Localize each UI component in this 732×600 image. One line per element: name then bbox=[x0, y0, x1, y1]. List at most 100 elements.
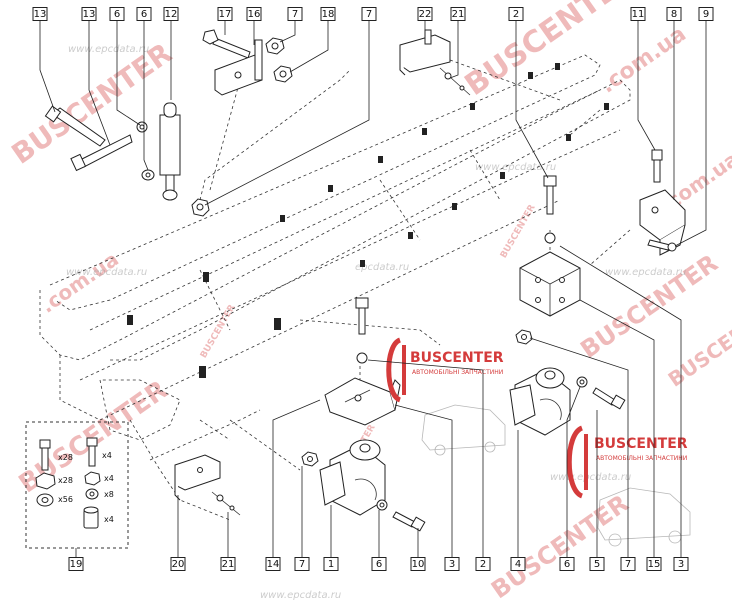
callout-box bbox=[265, 557, 281, 571]
hardware-kit-19 bbox=[25, 421, 129, 549]
bolt-2b bbox=[355, 297, 369, 364]
assembly-arrows bbox=[199, 59, 631, 441]
qty-bolt-long: x28 bbox=[58, 453, 73, 462]
callout-box bbox=[559, 557, 575, 571]
washer-6b bbox=[141, 169, 155, 181]
callout-c13a: 13 bbox=[32, 7, 48, 21]
brand-name-right: BUSCENTER bbox=[594, 436, 688, 452]
callout-c15: 15 bbox=[646, 557, 662, 571]
callout-number: 21 bbox=[452, 9, 465, 20]
watermark-epc-6: www.epcdata.ru bbox=[550, 472, 631, 483]
callout-c3b: 3 bbox=[673, 557, 689, 571]
callout-box bbox=[630, 7, 646, 21]
callout-c6a: 6 bbox=[109, 7, 125, 21]
callout-c14: 14 bbox=[265, 557, 281, 571]
callout-c2a: 2 bbox=[508, 7, 524, 21]
callout-box bbox=[246, 7, 262, 21]
callout-number: 9 bbox=[703, 9, 709, 20]
callout-box bbox=[410, 557, 426, 571]
callout-c18: 18 bbox=[320, 7, 336, 21]
callout-c8: 8 bbox=[666, 7, 682, 21]
callout-number: 7 bbox=[292, 9, 298, 20]
qty-washer-small: x8 bbox=[104, 490, 114, 499]
qty-nut-large: x28 bbox=[58, 476, 73, 485]
watermark-brand-9: BUSCENTER bbox=[499, 203, 538, 260]
callout-c3a: 3 bbox=[444, 557, 460, 571]
callout-c17: 17 bbox=[217, 7, 233, 21]
shock-absorber bbox=[159, 102, 181, 201]
callout-number: 14 bbox=[267, 559, 280, 570]
callout-c9: 9 bbox=[698, 7, 714, 21]
callout-c19: 19 bbox=[68, 557, 84, 571]
engine-mount-4 bbox=[509, 367, 571, 436]
callout-number: 4 bbox=[515, 559, 521, 570]
nut-7d bbox=[515, 329, 533, 345]
callout-c7a: 7 bbox=[287, 7, 303, 21]
callout-box bbox=[170, 557, 186, 571]
callout-box bbox=[32, 7, 48, 21]
qty-bolt-short: x4 bbox=[102, 451, 112, 460]
bolt-17 bbox=[202, 29, 251, 59]
washer-6d bbox=[576, 376, 588, 388]
callout-box bbox=[450, 7, 466, 21]
callout-box bbox=[666, 7, 682, 21]
watermark-epc-7: www.epcdata.ru bbox=[260, 590, 341, 600]
nut-7c bbox=[301, 451, 319, 467]
bracket-16 bbox=[214, 39, 263, 96]
callout-c7b: 7 bbox=[361, 7, 377, 21]
callout-box bbox=[320, 7, 336, 21]
callout-number: 8 bbox=[671, 9, 677, 20]
callout-number: 11 bbox=[632, 9, 645, 20]
callout-number: 15 bbox=[648, 559, 661, 570]
callout-c6d: 6 bbox=[559, 557, 575, 571]
rail-clips bbox=[127, 63, 609, 378]
callout-c1: 1 bbox=[323, 557, 339, 571]
callout-number: 21 bbox=[222, 559, 235, 570]
bolt-9 bbox=[647, 239, 677, 252]
watermark-site-1: .com.ua bbox=[596, 22, 691, 99]
watermark-brand-7: BUSCENTER bbox=[199, 303, 238, 360]
hardware-kit-quantities: x28 x4 x28 x4 x56 x8 x4 bbox=[58, 451, 114, 524]
callout-c11: 11 bbox=[630, 7, 646, 21]
callout-box bbox=[589, 557, 605, 571]
bolt-5 bbox=[592, 387, 626, 410]
pin-21a bbox=[439, 67, 471, 96]
qty-bushing: x4 bbox=[104, 515, 114, 524]
callout-number: 1 bbox=[328, 559, 334, 570]
callout-box bbox=[109, 7, 125, 21]
callout-number: 10 bbox=[412, 559, 425, 570]
callout-number: 6 bbox=[376, 559, 382, 570]
callout-number: 6 bbox=[564, 559, 570, 570]
callout-number: 7 bbox=[366, 9, 372, 20]
callout-box bbox=[220, 557, 236, 571]
callout-number: 17 bbox=[219, 9, 232, 20]
callout-number: 2 bbox=[513, 9, 519, 20]
leader-lines bbox=[39, 21, 707, 557]
watermark-epc-3: www.epcdata.ru bbox=[66, 267, 147, 278]
washer-6c bbox=[376, 499, 388, 511]
callout-number: 6 bbox=[114, 9, 120, 20]
qty-nut-small: x4 bbox=[104, 474, 114, 483]
callout-box bbox=[361, 7, 377, 21]
callout-c5: 5 bbox=[589, 557, 605, 571]
nut-7a bbox=[265, 37, 285, 55]
watermark-epc-5: epcdata.ru bbox=[355, 262, 409, 273]
qty-washer-large: x56 bbox=[58, 495, 73, 504]
bracket-22 bbox=[399, 29, 451, 76]
bolt-13a bbox=[44, 105, 106, 147]
nut-7b bbox=[191, 198, 210, 217]
washer-6a bbox=[136, 121, 148, 133]
callout-c6c: 6 bbox=[371, 557, 387, 571]
callout-number: 22 bbox=[419, 9, 432, 20]
bolt-10 bbox=[392, 511, 426, 532]
callout-box bbox=[323, 557, 339, 571]
callout-box bbox=[646, 557, 662, 571]
callout-box bbox=[163, 7, 179, 21]
bracket-15 bbox=[519, 251, 581, 317]
callout-number: 6 bbox=[141, 9, 147, 20]
callout-number: 3 bbox=[449, 559, 455, 570]
callout-number: 7 bbox=[625, 559, 631, 570]
watermark-epc-1: www.epcdata.ru bbox=[68, 44, 149, 55]
